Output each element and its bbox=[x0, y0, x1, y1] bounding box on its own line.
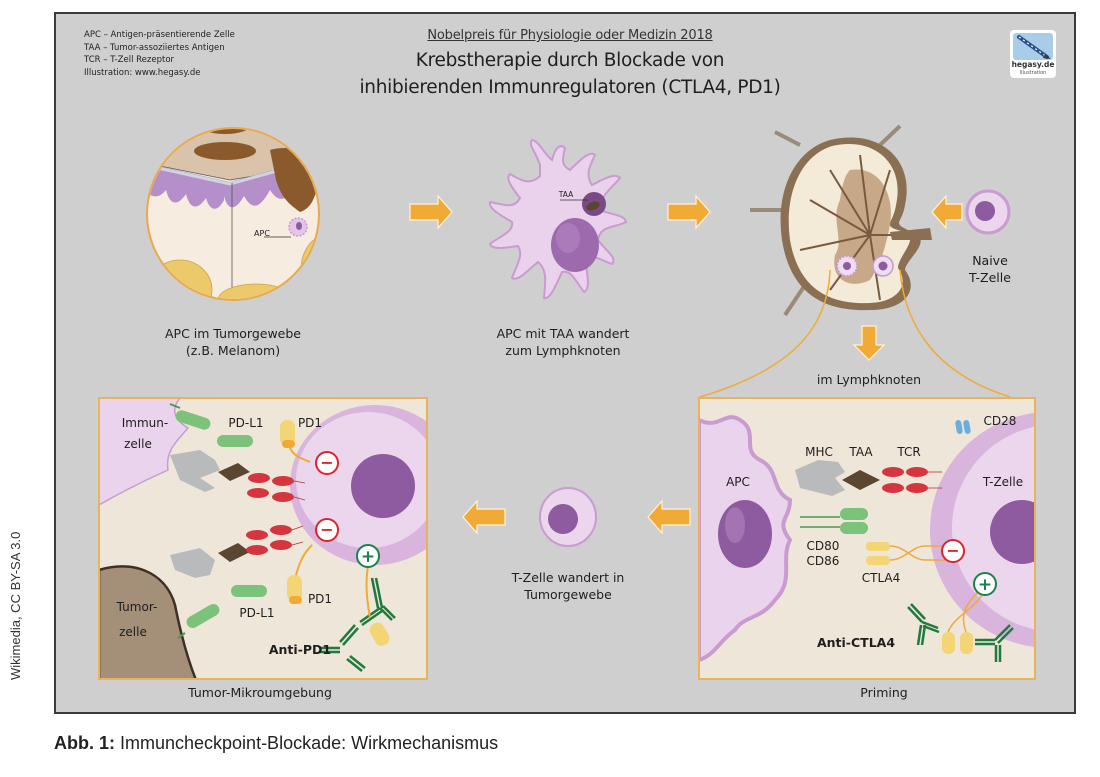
cd28-molecule bbox=[955, 420, 971, 434]
hegasy-logo: hegasy.de Illustration bbox=[1010, 30, 1056, 78]
ctla4-bound-molecule bbox=[942, 589, 986, 654]
skin-tissue-illustration bbox=[146, 127, 320, 301]
naive-label-line2: T-Zelle bbox=[968, 270, 1011, 285]
migrate-label-line1: APC mit TAA wandert bbox=[497, 326, 630, 341]
cd80-cd86-molecule bbox=[800, 508, 868, 534]
dendritic-cell-illustration bbox=[488, 138, 628, 300]
inhibit-signal-icon bbox=[315, 518, 339, 542]
pd1-molecule-top bbox=[280, 420, 311, 463]
tumor-microenvironment-panel bbox=[98, 397, 428, 680]
ctla4-label: CTLA4 bbox=[862, 571, 901, 585]
logo-sub: Illustration bbox=[1019, 70, 1047, 76]
figure-subtitle: Nobelpreis für Physiologie oder Medizin … bbox=[427, 28, 713, 43]
immune-cell-label-line2: zelle bbox=[124, 437, 152, 451]
abbreviation-legend: APC – Antigen-präsentierende Zelle TAA –… bbox=[84, 29, 235, 79]
t-cell-icon bbox=[539, 487, 597, 547]
anti-ctla4-label: Anti-CTLA4 bbox=[817, 635, 895, 650]
tcr-label: TCR bbox=[896, 445, 920, 459]
skin-label-line1: APC im Tumorgewebe bbox=[165, 326, 301, 341]
figure-caption: Abb. 1: Immuncheckpoint-Blockade: Wirkme… bbox=[54, 733, 498, 754]
title-block: Nobelpreis für Physiologie oder Medizin … bbox=[330, 28, 810, 101]
ctla4-molecule bbox=[866, 542, 945, 565]
activate-sign: + bbox=[978, 575, 992, 595]
taa-label: TAA bbox=[848, 445, 873, 459]
arrow-left-icon bbox=[462, 499, 506, 535]
activate-signal-icon bbox=[973, 572, 997, 596]
tcell-migrate-label-line1: T-Zelle wandert in bbox=[511, 570, 625, 585]
legend-item-apc: APC – Antigen-präsentierende Zelle bbox=[84, 30, 235, 40]
legend-item-illustration: Illustration: www.hegasy.de bbox=[84, 67, 201, 78]
anti-pd1-label: Anti-PD1 bbox=[269, 642, 331, 657]
apc-tag: APC bbox=[254, 229, 270, 238]
tumor-cell-label-line1: Tumor- bbox=[116, 600, 158, 614]
cd28-label: CD28 bbox=[984, 414, 1017, 428]
cd86-label: CD86 bbox=[807, 554, 840, 568]
inhibit-sign: − bbox=[946, 541, 959, 560]
legend-item-taa: TAA – Tumor-assoziiertes Antigen bbox=[84, 42, 225, 53]
migrate-label-line2: zum Lymphknoten bbox=[505, 343, 620, 358]
mhc-label: MHC bbox=[805, 445, 833, 459]
cd80-label: CD80 bbox=[807, 539, 840, 553]
pd1-label-bottom: PD1 bbox=[308, 592, 332, 606]
tumor-cell-label-line2: zelle bbox=[119, 625, 147, 639]
taa-tag: TAA bbox=[558, 190, 574, 199]
arrow-right-icon bbox=[409, 194, 453, 230]
zoom-connector-left bbox=[699, 269, 831, 398]
figure-title-line2: inhibierenden Immunregulatoren (CTLA4, P… bbox=[359, 77, 781, 98]
tcell-migrate-label-line2: Tumorgewebe bbox=[523, 587, 612, 602]
zoom-connector-right bbox=[899, 269, 1011, 398]
inhibit-sign: − bbox=[320, 520, 333, 539]
arrow-down-icon bbox=[852, 325, 886, 361]
pdl1-molecule-top bbox=[169, 403, 253, 447]
pdl1-label-bottom: PD-L1 bbox=[239, 606, 274, 620]
arrow-left-icon bbox=[647, 499, 691, 535]
caption-prefix: Abb. 1: bbox=[54, 733, 115, 753]
lymph-node-illustration bbox=[750, 124, 932, 317]
pdl1-label-top: PD-L1 bbox=[228, 416, 263, 430]
naive-t-cell-icon bbox=[965, 189, 1011, 235]
pencil-icon bbox=[1013, 33, 1053, 60]
pd1-label-top: PD1 bbox=[298, 416, 322, 430]
lymph-label: im Lymphknoten bbox=[817, 372, 921, 387]
skin-label-line2: (z.B. Melanom) bbox=[186, 343, 280, 358]
pdl1-molecule-bottom bbox=[177, 585, 267, 639]
activate-signal-icon bbox=[356, 544, 380, 568]
priming-panel-caption: Priming bbox=[860, 685, 907, 700]
tcell-label: T-Zelle bbox=[982, 475, 1023, 489]
arrow-right-icon bbox=[667, 194, 711, 230]
legend-item-tcr: TCR – T-Zell Rezeptor bbox=[84, 55, 175, 65]
apc-small-icon bbox=[264, 217, 308, 238]
pd1-molecule-bottom bbox=[287, 544, 313, 604]
tumor-panel-caption: Tumor-Mikroumgebung bbox=[187, 685, 332, 700]
figure-title-line1: Krebstherapie durch Blockade von bbox=[415, 50, 725, 71]
activate-sign: + bbox=[361, 547, 375, 567]
anti-ctla4-antibody-icon bbox=[907, 603, 1014, 662]
priming-panel bbox=[698, 397, 1036, 680]
inhibit-signal-icon bbox=[941, 539, 965, 563]
arrow-left-icon bbox=[931, 194, 963, 230]
image-credit: Wikimedia, CC BY-SA 3.0 bbox=[8, 531, 23, 680]
logo-name: hegasy.de bbox=[1011, 60, 1055, 69]
pd1-bound-molecule bbox=[365, 565, 390, 646]
inhibit-sign: − bbox=[320, 453, 333, 472]
immune-cell-label-line1: Immun- bbox=[122, 416, 168, 430]
apc-label: APC bbox=[726, 475, 750, 489]
caption-text: Immuncheckpoint-Blockade: Wirkmechanismu… bbox=[115, 733, 499, 753]
naive-label-line1: Naive bbox=[972, 253, 1008, 268]
inhibit-signal-icon bbox=[315, 451, 339, 475]
